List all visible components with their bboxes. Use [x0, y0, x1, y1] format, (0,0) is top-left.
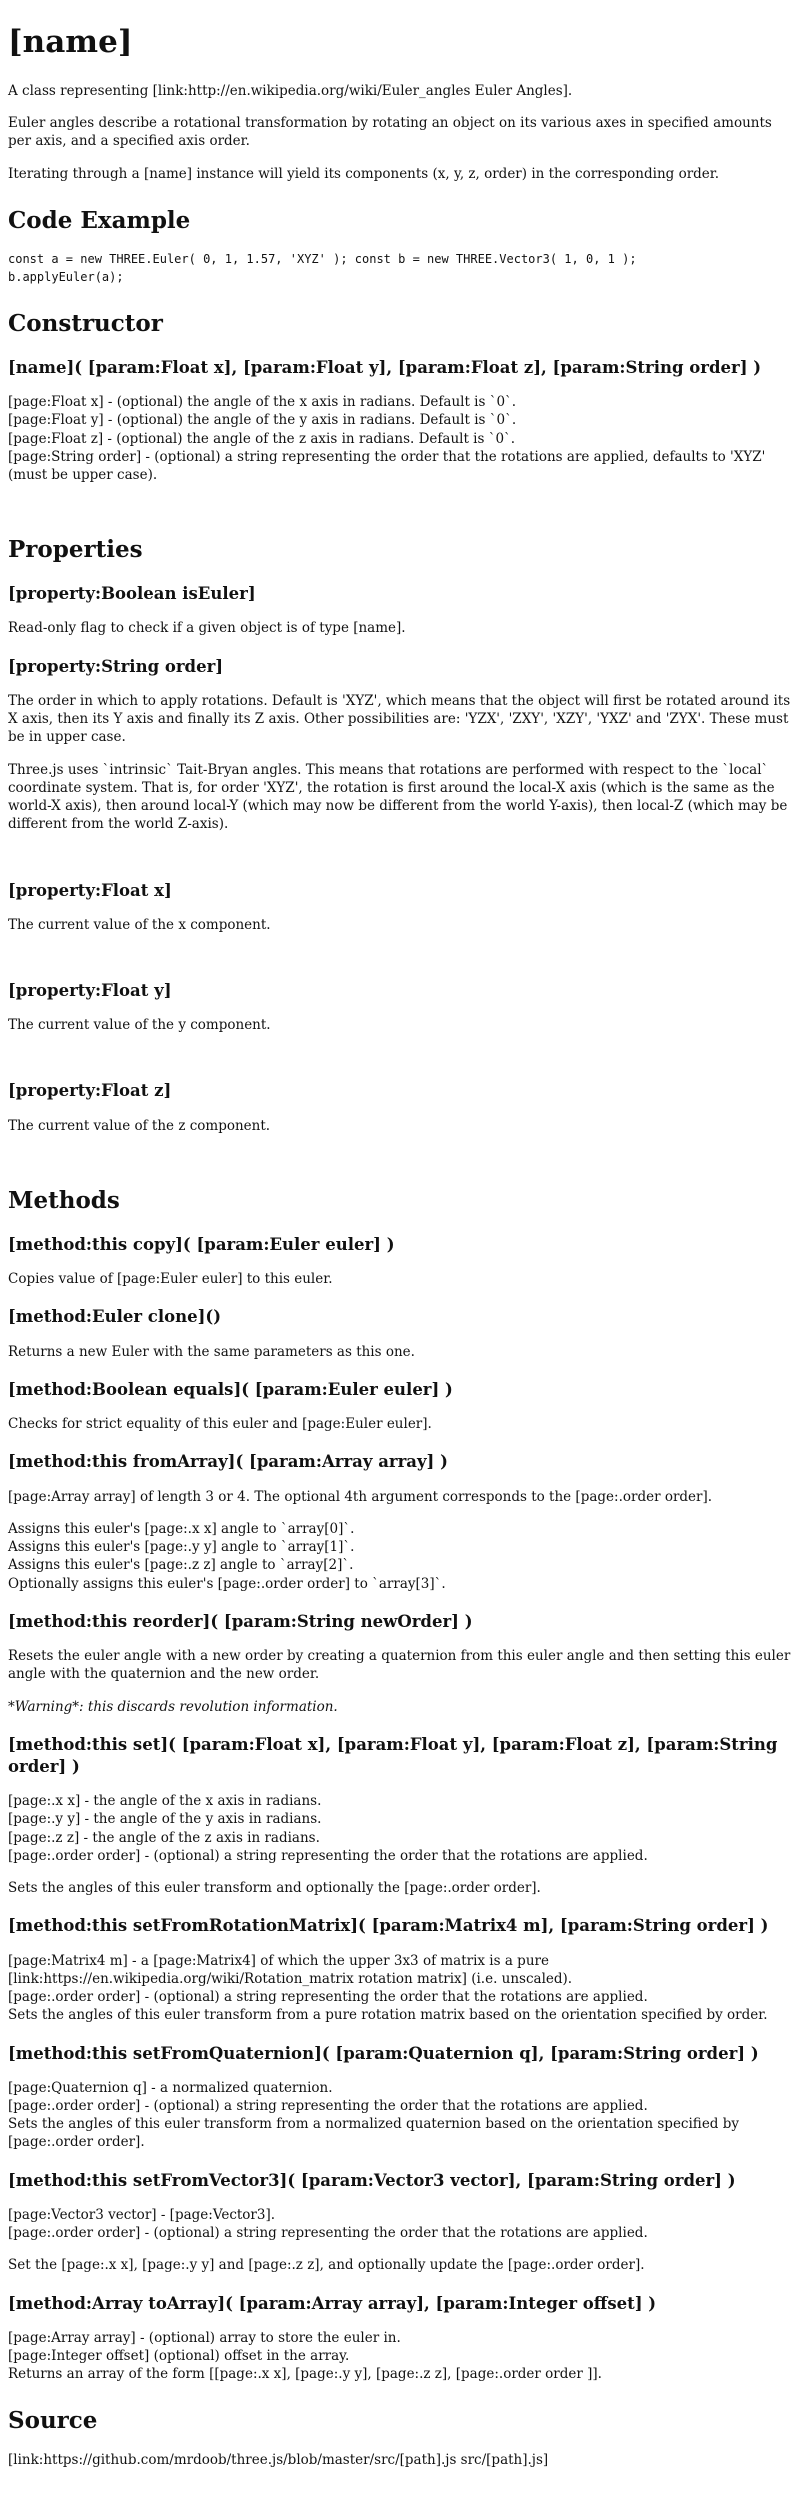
method-line: [page:Vector3 vector] - [page:Vector3].	[8, 2206, 276, 2223]
intro-paragraph: Iterating through a [name] instance will…	[8, 165, 720, 182]
method-lines-set: [page:.x x] - the angle of the x axis in…	[8, 1792, 792, 1865]
method-line: [link:https://en.wikipedia.org/wiki/Rota…	[8, 1970, 573, 1987]
method-title-fromArray: [method:this fromArray]( [param:Array ar…	[8, 1452, 448, 1472]
method-line: [page:.order order] - (optional) a strin…	[8, 1847, 648, 1864]
method-line: Sets the angles of this euler transform …	[8, 2116, 740, 2151]
methods-heading: Methods	[8, 1186, 120, 1214]
property-title-isEuler: [property:Boolean isEuler]	[8, 584, 256, 604]
property-desc-order: The order in which to apply rotations. D…	[8, 692, 791, 746]
method-title-set: [method:this set]( [param:Float x], [par…	[8, 1734, 778, 1776]
constructor-params: [page:Float x] - (optional) the angle of…	[8, 393, 792, 484]
code-example-block: const a = new THREE.Euler( 0, 1, 1.57, '…	[8, 251, 637, 284]
property-desc-z: The current value of the z component.	[8, 1117, 271, 1134]
constructor-heading: Constructor	[8, 309, 163, 337]
property-title-y: [property:Float y]	[8, 980, 172, 1000]
method-line: Optionally assigns this euler's [page:.o…	[8, 1575, 446, 1592]
method-line: Returns an array of the form [[page:.x x…	[8, 2366, 602, 2383]
method-lines-setFromQuaternion: [page:Quaternion q] - a normalized quate…	[8, 2079, 792, 2152]
param-line: [page:String order] - (optional) a strin…	[8, 448, 766, 483]
code-example-heading: Code Example	[8, 206, 191, 234]
method-title-setFromRotationMatrix: [method:this setFromRotationMatrix]( [pa…	[8, 1916, 769, 1936]
method-line: [page:Matrix4 m] - a [page:Matrix4] of w…	[8, 1952, 549, 1969]
method-title-setFromVector3: [method:this setFromVector3]( [param:Vec…	[8, 2170, 736, 2190]
method-desc-equals: Checks for strict equality of this euler…	[8, 1416, 432, 1433]
param-line: [page:Float z] - (optional) the angle of…	[8, 430, 516, 447]
method-line: [page:.y y] - the angle of the y axis in…	[8, 1811, 322, 1828]
method-line: [page:.order order] - (optional) a strin…	[8, 2097, 648, 2114]
method-title-clone: [method:Euler clone]()	[8, 1307, 222, 1327]
method-line: Sets the angles of this euler transform …	[8, 2007, 768, 2024]
warning-text: *Warning*: this discards revolution info…	[8, 1698, 338, 1715]
method-line: [page:.order order] - (optional) a strin…	[8, 1989, 648, 2006]
property-title-x: [property:Float x]	[8, 880, 172, 900]
method-title-equals: [method:Boolean equals]( [param:Euler eu…	[8, 1379, 453, 1399]
method-desc-set: Sets the angles of this euler transform …	[8, 1880, 541, 1897]
property-title-z: [property:Float z]	[8, 1081, 172, 1101]
source-heading: Source	[8, 2407, 98, 2435]
method-line: Assigns this euler's [page:.z z] angle t…	[8, 1557, 354, 1574]
page-title: [name]	[8, 24, 133, 60]
method-line: [page:.z z] - the angle of the z axis in…	[8, 1829, 320, 1846]
properties-heading: Properties	[8, 536, 143, 564]
method-warning-reorder: *Warning*: this discards revolution info…	[8, 1698, 792, 1716]
param-line: [page:Float y] - (optional) the angle of…	[8, 412, 517, 429]
method-title-copy: [method:this copy]( [param:Euler euler] …	[8, 1235, 395, 1254]
property-desc-x: The current value of the x component.	[8, 916, 271, 933]
intro-paragraph: A class representing [link:http://en.wik…	[8, 82, 573, 99]
method-lines-fromArray: Assigns this euler's [page:.x x] angle t…	[8, 1520, 792, 1593]
method-title-reorder: [method:this reorder]( [param:String new…	[8, 1611, 473, 1631]
method-desc-fromArray: [page:Array array] of length 3 or 4. The…	[8, 1488, 713, 1505]
method-line: Assigns this euler's [page:.y y] angle t…	[8, 1539, 355, 1556]
method-line: [page:Quaternion q] - a normalized quate…	[8, 2079, 333, 2096]
method-desc-copy: Copies value of [page:Euler euler] to th…	[8, 1271, 333, 1288]
method-lines-setFromRotationMatrix: [page:Matrix4 m] - a [page:Matrix4] of w…	[8, 1952, 792, 2025]
method-line: Assigns this euler's [page:.x x] angle t…	[8, 1520, 355, 1537]
method-line: [page:Array array] - (optional) array to…	[8, 2329, 401, 2346]
method-line: [page:.x x] - the angle of the x axis in…	[8, 1793, 322, 1810]
method-desc-reorder: Resets the euler angle with a new order …	[8, 1648, 791, 1683]
property-desc-y: The current value of the y component.	[8, 1017, 271, 1034]
method-lines-toArray: [page:Array array] - (optional) array to…	[8, 2329, 792, 2384]
property-desc-order-intrinsic: Three.js uses `intrinsic` Tait-Bryan ang…	[8, 761, 788, 833]
method-title-setFromQuaternion: [method:this setFromQuaternion]( [param:…	[8, 2043, 759, 2063]
method-line: [page:.order order] - (optional) a strin…	[8, 2225, 648, 2242]
property-title-order: [property:String order]	[8, 656, 224, 676]
intro-paragraph: Euler angles describe a rotational trans…	[8, 115, 772, 150]
property-desc-isEuler: Read-only flag to check if a given objec…	[8, 620, 406, 637]
method-desc-setFromVector3: Set the [page:.x x], [page:.y y] and [pa…	[8, 2257, 645, 2274]
param-line: [page:Float x] - (optional) the angle of…	[8, 394, 517, 411]
method-line: [page:Integer offset] (optional) offset …	[8, 2348, 350, 2365]
method-lines-setFromVector3: [page:Vector3 vector] - [page:Vector3]. …	[8, 2206, 792, 2242]
method-desc-clone: Returns a new Euler with the same parame…	[8, 1343, 415, 1360]
method-title-toArray: [method:Array toArray]( [param:Array arr…	[8, 2293, 657, 2313]
constructor-signature: [name]( [param:Float x], [param:Float y]…	[8, 357, 762, 377]
source-link[interactable]: [link:https://github.com/mrdoob/three.js…	[8, 2451, 549, 2468]
